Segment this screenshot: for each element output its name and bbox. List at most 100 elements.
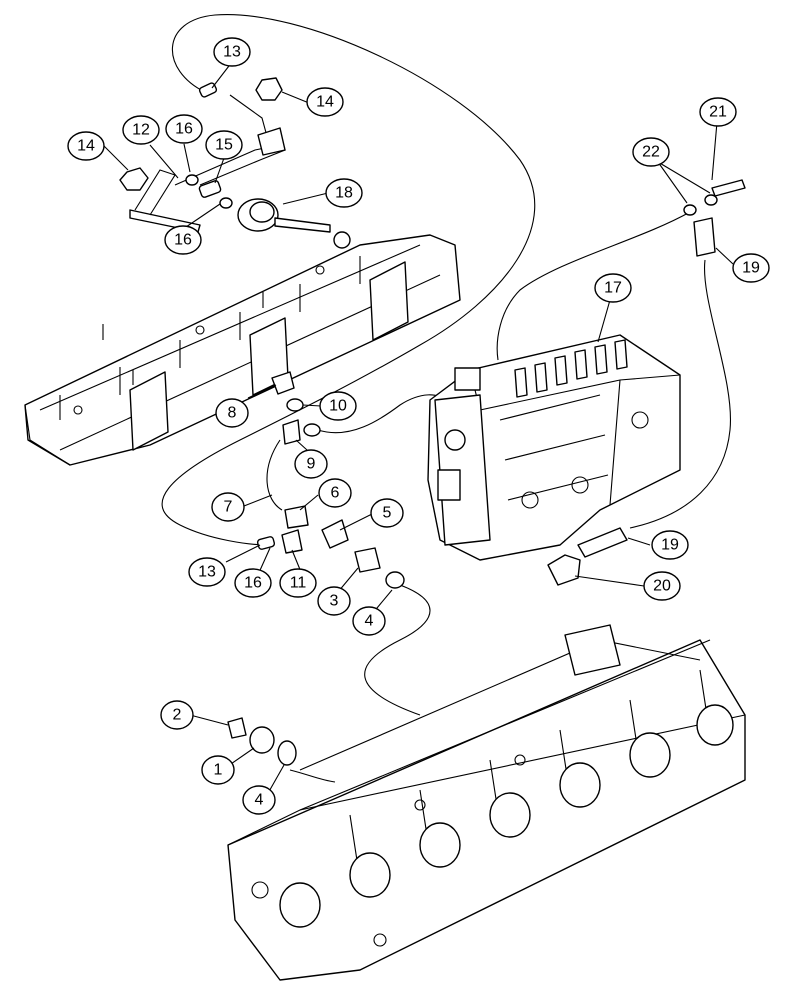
callout-17: 17 [594, 273, 632, 303]
callout-label: 22 [642, 144, 660, 161]
callout-12: 12 [122, 115, 160, 145]
callout-label: 19 [742, 260, 760, 277]
callout-ring [164, 225, 202, 255]
connector-19-lower [577, 527, 628, 558]
callout-label: 4 [255, 792, 264, 809]
callout-11: 11 [279, 568, 317, 598]
callout-label: 15 [215, 137, 233, 154]
plug-1 [249, 726, 275, 754]
callout-1: 1 [201, 755, 235, 785]
callout-ring [732, 253, 770, 283]
callout-ring [234, 568, 272, 598]
callout-21: 21 [699, 97, 737, 127]
callout-ring [67, 131, 105, 161]
callout-14: 14 [67, 131, 105, 161]
callout-label: 1 [214, 762, 223, 779]
callout-ring [318, 478, 352, 508]
adapter-3 [354, 547, 381, 573]
callout-16: 16 [165, 114, 203, 144]
callout-label: 4 [365, 613, 374, 630]
fitting-5 [321, 519, 349, 549]
callout-2: 2 [160, 700, 194, 730]
callout-label: 20 [653, 578, 671, 595]
washer-10-lower [303, 423, 321, 437]
callout-13: 13 [188, 557, 226, 587]
banjo-bolt-8 [271, 371, 295, 395]
callout-label: 2 [173, 707, 182, 724]
callout-ring [165, 114, 203, 144]
callout-4: 4 [352, 606, 386, 636]
callout-19: 19 [732, 253, 770, 283]
elbow-11 [281, 529, 303, 554]
upper-connectors [683, 179, 746, 257]
callout-20: 20 [643, 571, 681, 601]
callout-14: 14 [306, 87, 344, 117]
callout-4: 4 [242, 785, 276, 815]
callout-ring [279, 568, 317, 598]
callout-ring [651, 530, 689, 560]
callout-label: 14 [316, 94, 334, 111]
callout-label: 11 [290, 575, 307, 592]
callout-19: 19 [651, 530, 689, 560]
seal-4-lower [277, 740, 297, 766]
callout-label: 13 [223, 44, 241, 61]
callout-5: 5 [370, 498, 404, 528]
bolt-21 [711, 179, 746, 197]
callout-ring [643, 571, 681, 601]
callout-label: 21 [709, 104, 727, 121]
callout-label: 17 [604, 280, 622, 297]
callout-10: 10 [319, 391, 357, 421]
callout-label: 14 [77, 138, 95, 155]
callout-ring [215, 398, 249, 428]
callout-ring [201, 755, 235, 785]
callout-ring [242, 785, 276, 815]
callout-label: 10 [329, 398, 347, 415]
callout-label: 16 [175, 121, 193, 138]
callout-16: 16 [234, 568, 272, 598]
callout-ring [160, 700, 194, 730]
leader-lines [103, 61, 734, 796]
callout-label: 8 [228, 405, 237, 422]
callout-label: 16 [174, 232, 192, 249]
breather-18 [237, 198, 331, 233]
callout-ring [699, 97, 737, 127]
cylinder-head [227, 624, 746, 981]
plug-2 [227, 717, 247, 739]
washer-16-upper [185, 174, 199, 186]
washer-22-a [683, 204, 697, 216]
hose-13-top [198, 82, 218, 98]
callout-label: 5 [383, 505, 392, 522]
lower-connectors [547, 527, 628, 586]
callout-13: 13 [213, 37, 251, 67]
callout-ring [317, 586, 351, 616]
callout-ring [325, 178, 363, 208]
callout-ring [352, 606, 386, 636]
callout-ring [294, 449, 328, 479]
elbow-20 [547, 554, 581, 586]
washer-16-mid [219, 197, 233, 209]
head-plugs [227, 717, 297, 766]
callout-ring [370, 498, 404, 528]
callout-ring [632, 137, 670, 167]
callout-label: 18 [335, 185, 353, 202]
callout-9: 9 [294, 449, 328, 479]
nut-14-left [119, 167, 149, 191]
callout-label: 16 [244, 575, 262, 592]
callout-label: 9 [307, 456, 316, 473]
callout-15: 15 [205, 130, 243, 160]
callout-16: 16 [164, 225, 202, 255]
fitting-6 [284, 505, 309, 529]
nut-14-top [255, 77, 283, 101]
fuel-return-bracket [119, 77, 286, 233]
callout-label: 12 [132, 122, 150, 139]
hose-13-lower [256, 536, 276, 550]
valve-cover [24, 231, 461, 466]
callout-7: 7 [211, 492, 245, 522]
callout-label: 3 [330, 593, 339, 610]
callout-ring [213, 37, 251, 67]
seal-4-mid [385, 571, 405, 589]
washer-22-b [704, 194, 718, 206]
small-fittings [256, 371, 405, 589]
connector-19-upper [693, 217, 716, 257]
